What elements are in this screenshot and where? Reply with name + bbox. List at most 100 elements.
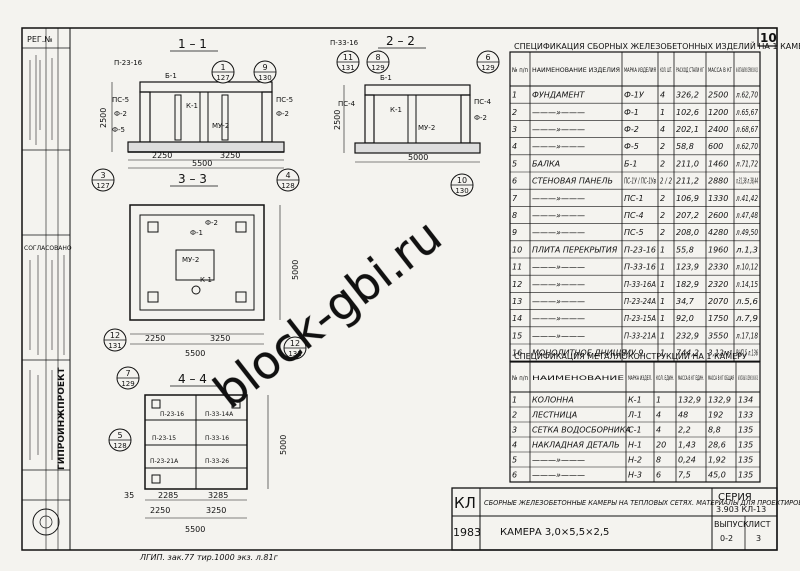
title-block: КЛ 1983 СБОРНЫЕ ЖЕЛЕЗОБЕТОННЫЕ КАМЕРЫ НА…	[451, 487, 800, 551]
callout-sheet: 127	[216, 74, 229, 82]
table-cell: 7	[512, 194, 518, 203]
table-header-cell: РАСХОД СТАЛИ КГ	[676, 66, 704, 74]
table-cell: Ф-5	[624, 142, 639, 151]
table-cell: 4	[512, 441, 517, 450]
table-cell: 20	[656, 441, 666, 450]
dim-text: 35	[124, 491, 134, 500]
table-header-cell: МАРКА ИЗДЕЛИЯ	[624, 66, 656, 74]
seal-icon	[32, 508, 60, 536]
section-2-2-title: 2 – 2	[386, 34, 415, 48]
table-title: СПЕЦИФИКАЦИЯ МЕТАЛЛОКОНСТРУКЦИЙ НА 1 КАМ…	[514, 350, 747, 361]
table-cell: 2	[512, 108, 517, 117]
table-cell: л.68,67	[735, 125, 758, 134]
table-cell: 14	[512, 314, 522, 323]
table-cell: л.14,15	[735, 280, 758, 289]
table-cell: 2600	[708, 211, 728, 220]
label-f2: Ф-2	[474, 114, 487, 122]
dim-text: 3250	[220, 151, 240, 160]
callout-number: 9	[262, 63, 267, 72]
label-p2315: П-23-15	[152, 435, 176, 442]
callout-sheet: 128	[281, 182, 294, 190]
label-f1: Ф-1	[190, 229, 203, 237]
table-cell: 135	[738, 471, 753, 480]
table-cell: 8	[656, 456, 661, 465]
table-cell: 12	[512, 280, 522, 289]
table-header-cell: МАССА В КГ	[708, 66, 732, 74]
callout-sheet: 130	[455, 187, 468, 195]
table-cell: 92,0	[676, 314, 694, 323]
table-cell: 1	[512, 396, 517, 405]
reg-label: РЕГ.№	[27, 35, 53, 44]
table-cell: л.5,6	[735, 297, 758, 306]
chamber-name: КАМЕРА 3,0×5,5×2,5	[500, 527, 609, 538]
table-cell: 1	[660, 314, 665, 323]
callout-number: 7	[125, 369, 130, 378]
callout-sheet: 131	[108, 342, 121, 350]
table-cell: 1	[660, 297, 665, 306]
dim-text: 5000	[408, 153, 428, 162]
table-cell: 2	[660, 194, 665, 203]
table-cell: 15	[512, 331, 522, 340]
table-cell: 2	[660, 142, 665, 151]
label-mu2: МУ-2	[212, 122, 229, 130]
table-cell: 1	[660, 245, 665, 254]
table-cell: 744,2	[676, 349, 699, 358]
table-cell: 132,9	[708, 396, 731, 405]
table-cell: л.10,12	[735, 263, 758, 272]
callout-number: 8	[375, 53, 380, 62]
table-cell: ПЛИТА ПЕРЕКРЫТИЯ	[532, 245, 618, 254]
table-cell: 1	[660, 331, 665, 340]
table-cell: 2070	[708, 297, 728, 306]
callout-sheet: 129	[481, 64, 494, 72]
table-header-cell: КОЛ. ЕДИН.	[656, 374, 674, 382]
callout-sheet: 129	[121, 380, 134, 388]
label-ps5: ПС-5	[276, 96, 293, 104]
table-cell: ———»———	[532, 471, 585, 480]
title-description: СБОРНЫЕ ЖЕЛЕЗОБЕТОННЫЕ КАМЕРЫ НА ТЕПЛОВЫ…	[484, 499, 800, 507]
table-cell: л.47,48	[735, 211, 758, 220]
table-cell: 3	[512, 125, 517, 134]
table-cell: л.41,42	[735, 194, 758, 203]
table-cell: 1750	[708, 314, 728, 323]
label-mu2: МУ-2	[182, 256, 199, 264]
table-cell: МОНОЛИТНОЕ ДНИЩЕ	[532, 349, 627, 358]
table-cell: 192	[708, 411, 723, 420]
agreed-label: СОГЛАСОВАНО	[24, 245, 72, 252]
table-cell: ПС-1	[624, 194, 644, 203]
table-cell: ЛЕСТНИЦА	[531, 411, 577, 420]
table-cell: ———»———	[532, 280, 585, 289]
table-cell: 2400	[708, 125, 728, 134]
table-cell: 2	[660, 211, 665, 220]
section-3-3-plan: 3 – 3 2250 3250 5500 5000 Ф-1 Ф-2 МУ-2 К…	[129, 172, 300, 358]
left-stamp-strip: РЕГ.№ СОГЛАСОВАНО ГИПРОИНЖПРОЕКТ	[21, 27, 72, 551]
table-cell: Л-1	[627, 411, 642, 420]
table-cell: 45,0	[708, 471, 726, 480]
label-b1: Б-1	[380, 74, 392, 82]
table-cell: П-33-16	[624, 263, 656, 272]
table-cell: 135	[738, 456, 753, 465]
label-b1: Б-1	[165, 72, 177, 80]
dim-text: 3250	[206, 506, 226, 515]
dim-text: 2285	[158, 491, 178, 500]
table-cell: ———»———	[532, 456, 585, 465]
table-cell: П-33-16А	[624, 280, 656, 289]
title-code: КЛ	[454, 494, 476, 512]
callout-number: 6	[485, 53, 490, 62]
table-cell: ПС-5	[624, 228, 644, 237]
table-cell: 1	[512, 91, 517, 100]
table-cell: 3	[512, 426, 517, 435]
table-cell: ФУНДАМЕНТ	[532, 91, 585, 100]
label-p3326: П-33-26	[205, 458, 229, 465]
sheet-number: 10	[760, 31, 777, 45]
table-cell: 1	[660, 280, 665, 289]
title-year: 1983	[453, 526, 481, 539]
section-1-1: 1 – 1 2250 3250 5500 2500 Б-1 П-23-16 К-…	[99, 37, 293, 169]
table-cell: 5	[512, 456, 517, 465]
